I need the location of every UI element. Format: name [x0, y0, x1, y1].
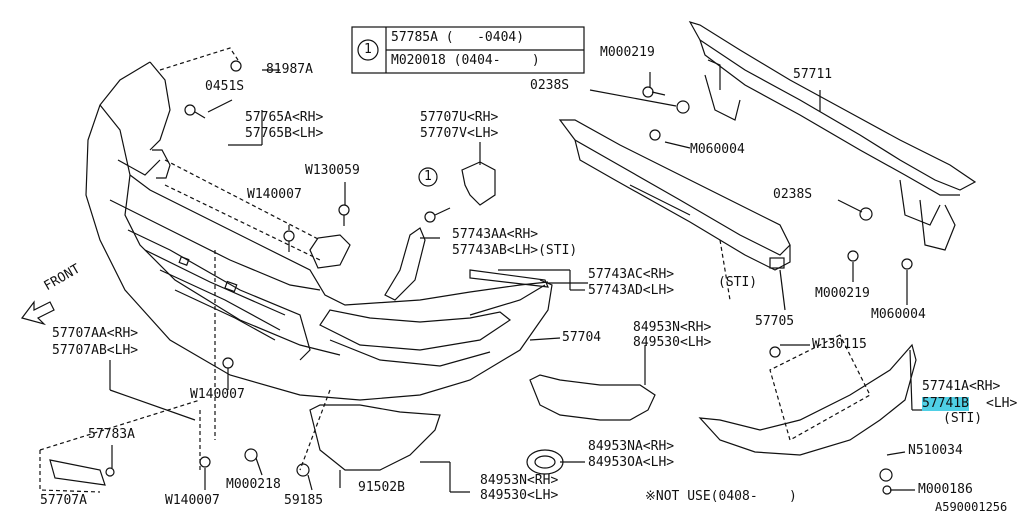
label-N510034: N510034 [908, 443, 963, 458]
figure-reference: A590001256 [935, 500, 1008, 512]
label-57707AA: 57707AA<RH> [52, 326, 139, 341]
label-W130115: W130115 [812, 337, 867, 352]
label-M060004-right: M060004 [871, 307, 926, 322]
bumper-face-57704 [85, 61, 553, 401]
leader-lines [109, 69, 922, 493]
fog-cover-84953N-bottom [309, 404, 441, 471]
side-bracket-57743AA [384, 227, 426, 301]
label-0238S-right: 0238S [773, 187, 813, 202]
label-M000186: M000186 [918, 482, 973, 497]
label-not-use: ※NOT USE(0408- ) [645, 489, 797, 504]
bracket-57707U [461, 161, 496, 206]
label-M000218: M000218 [226, 477, 281, 492]
bracket-57743AC [469, 269, 549, 288]
label-57743AA: 57743AA<RH> [452, 227, 539, 242]
legend-row-1: 57785A ( -0404) [391, 30, 525, 45]
label-57707V: 57707V<LH> [420, 126, 499, 141]
bumper-bracket-57711 [688, 21, 977, 251]
label-84953N-bot: 84953N<RH> [480, 473, 559, 488]
reinforcement-57705 [558, 119, 791, 271]
label-84953O-top: 849530<LH> [633, 335, 712, 350]
label-84953O-bot: 849530<LH> [480, 488, 559, 503]
fasteners [105, 60, 913, 495]
label-W140007-a: W140007 [247, 187, 302, 202]
legend-row-2: M020018 (0404- ) [391, 53, 540, 68]
label-84953NA: 84953NA<RH> [588, 439, 675, 454]
label-STI-mid: (STI) [718, 275, 758, 290]
label-57707A: 57707A [40, 493, 87, 508]
label-57765A: 57765A<RH> [245, 110, 324, 125]
label-W140007-c: W140007 [165, 493, 220, 508]
label-57707AB: 57707AB<LH> [52, 343, 139, 358]
lip-spoiler-57741A [698, 343, 917, 456]
label-0238S-top: 0238S [530, 78, 570, 93]
label-57765B: 57765B<LH> [245, 126, 324, 141]
label-57741B: 57741B [922, 396, 969, 411]
label-57743AC: 57743AC<RH> [588, 267, 675, 282]
label-M000219-right: M000219 [815, 286, 870, 301]
label-57711: 57711 [793, 67, 833, 82]
legend-marker: 1 [364, 42, 372, 57]
legend-table [351, 26, 585, 74]
label-M060004-top: M060004 [690, 142, 745, 157]
label-M000219-top: M000219 [600, 45, 655, 60]
label-59185: 59185 [284, 493, 324, 508]
label-57743AD: 57743AD<LH> [588, 283, 675, 298]
label-W130059: W130059 [305, 163, 360, 178]
label-57741B-lh: <LH> [986, 396, 1018, 411]
label-STI-right: (STI) [943, 411, 983, 426]
label-57741A: 57741A<RH> [922, 379, 1001, 394]
label-marker-1: 1 [424, 169, 432, 184]
label-81987A: 81987A [266, 62, 313, 77]
label-57743AB: 57743AB<LH>(STI) [452, 243, 578, 258]
label-57783A: 57783A [88, 427, 135, 442]
bracket-57707A [49, 459, 106, 486]
label-57707U: 57707U<RH> [420, 110, 499, 125]
label-0451S: 0451S [205, 79, 245, 94]
label-W140007-b: W140007 [190, 387, 245, 402]
front-arrow-icon [20, 300, 55, 326]
label-84953N-top: 84953N<RH> [633, 320, 712, 335]
dashed-leaders [39, 47, 871, 493]
label-91502B: 91502B [358, 480, 405, 495]
label-84953OA: 84953OA<LH> [588, 455, 675, 470]
label-57704: 57704 [562, 330, 602, 345]
label-57705: 57705 [755, 314, 795, 329]
